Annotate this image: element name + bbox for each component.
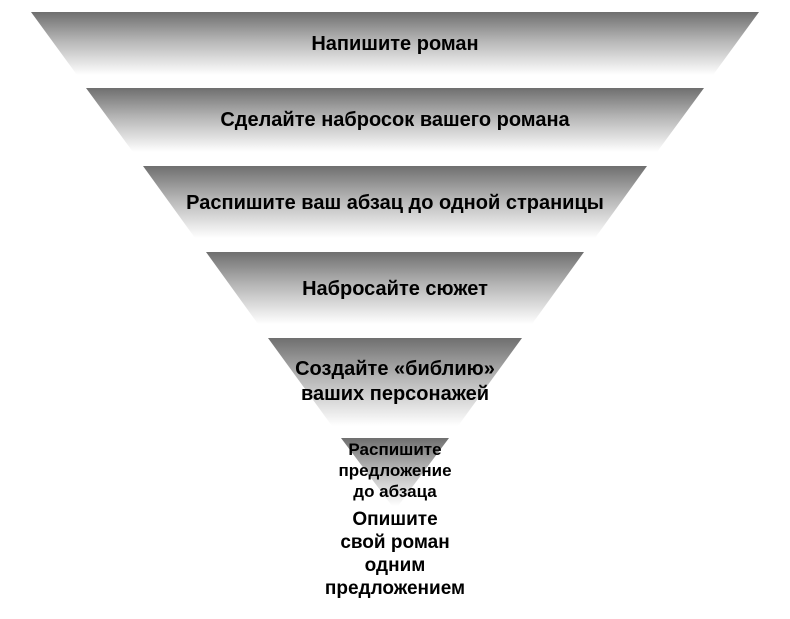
funnel-band-1: [31, 12, 759, 75]
funnel-band-6: [341, 438, 449, 506]
funnel-band-4: [206, 252, 584, 324]
funnel-band-5: [268, 338, 522, 426]
funnel-band-3: [143, 166, 647, 238]
funnel-band-2: [86, 88, 704, 152]
